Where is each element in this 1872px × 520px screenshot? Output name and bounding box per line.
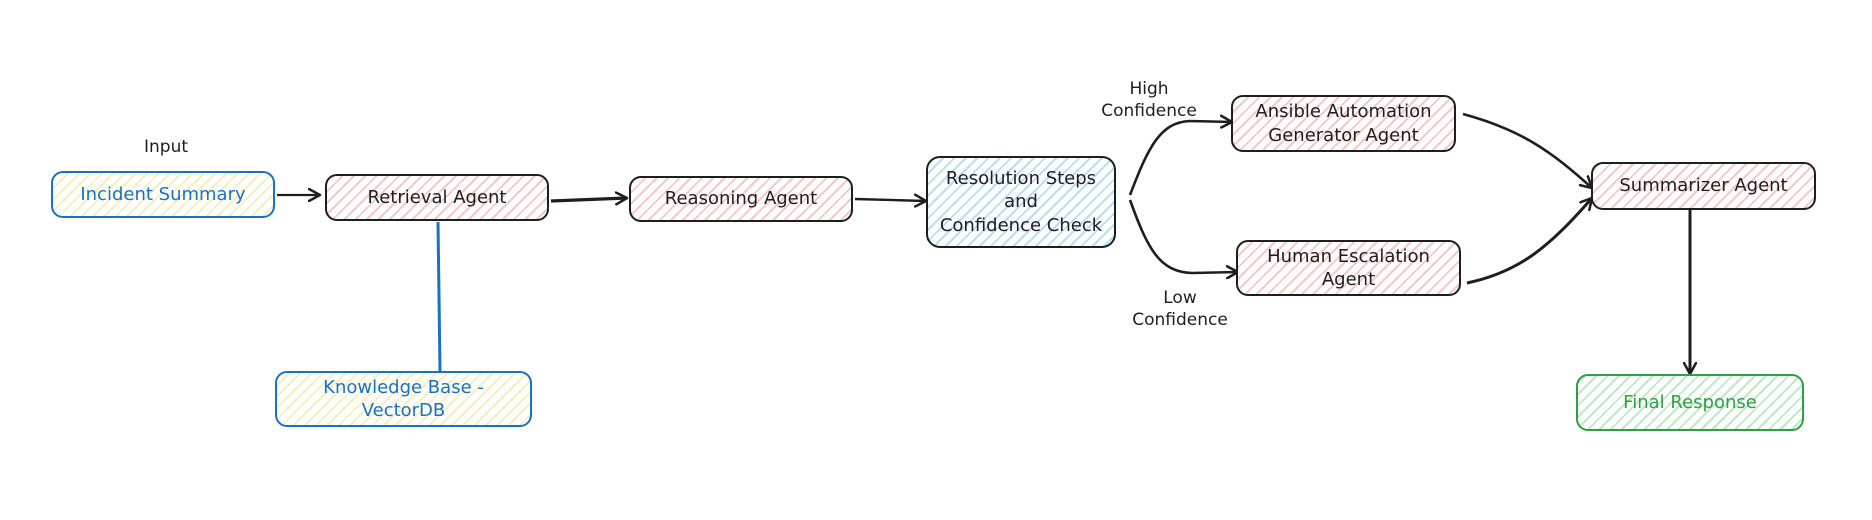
ansible-automation-generator-agent-node[interactable]: Ansible Automation Generator Agent [1231, 95, 1456, 152]
high-confidence-label: High Confidence [1101, 79, 1197, 122]
line-retrieval-to-knowledge-base [436, 221, 442, 372]
arrow-reasoning-to-resolution [854, 199, 926, 201]
incident-summary-node[interactable]: Incident Summary [51, 171, 275, 218]
resolution-confidence-check-node[interactable]: Resolution Steps and Confidence Check [926, 156, 1116, 248]
low-confidence-label: Low Confidence [1132, 288, 1228, 331]
knowledge-base-vectordb-node[interactable]: Knowledge Base - VectorDB [275, 371, 532, 427]
human-escalation-agent-node[interactable]: Human Escalation Agent [1236, 240, 1461, 296]
final-response-node[interactable]: Final Response [1576, 374, 1804, 431]
arrow-ansible-to-summarizer [1462, 112, 1592, 188]
arrow-resolution-to-human [1128, 199, 1238, 273]
retrieval-agent-node[interactable]: Retrieval Agent [325, 174, 549, 221]
input-label: Input [143, 137, 189, 157]
arrow-human-to-summarizer [1466, 198, 1592, 285]
arrow-resolution-to-ansible [1128, 121, 1232, 196]
arrow-retrieval-to-reasoning [550, 198, 627, 201]
reasoning-agent-node[interactable]: Reasoning Agent [629, 176, 853, 222]
summarizer-agent-node[interactable]: Summarizer Agent [1591, 162, 1816, 210]
